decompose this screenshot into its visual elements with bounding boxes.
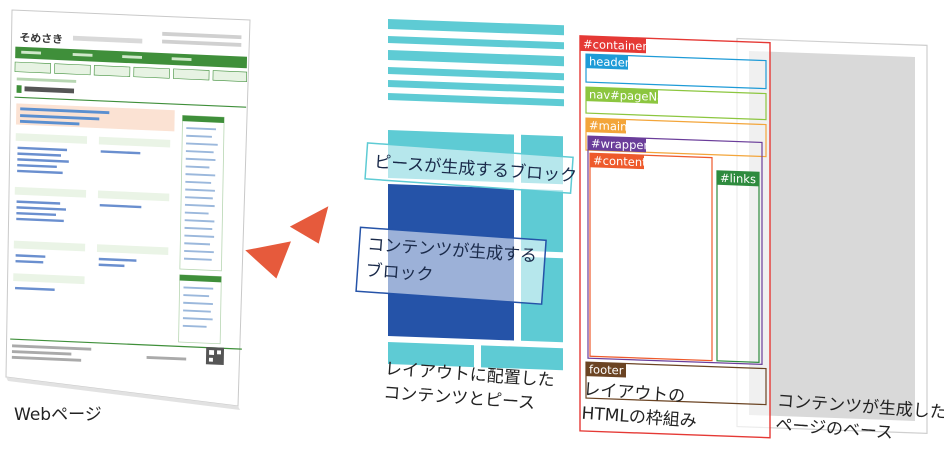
base-page (736, 37, 928, 434)
main-box (585, 117, 767, 158)
html-frame: #container header nav#pageNav #main #wra… (579, 35, 771, 439)
caption-webpage: Webページ (14, 405, 102, 425)
pieces-layer (388, 18, 564, 371)
content-box (589, 152, 713, 362)
links-label: #links (720, 171, 756, 186)
main-label: #main (589, 118, 627, 133)
footer-label: footer (589, 362, 624, 377)
arrow-left-icon (289, 206, 329, 244)
content-label: #content (593, 153, 647, 169)
nav-label: nav#pageNav (589, 87, 671, 104)
footer-box (585, 361, 767, 406)
piece-block-label: ピースが生成するブロック (364, 142, 578, 195)
content-block-label-line2: ブロック (365, 260, 434, 286)
webpage-mockup: そめさき (5, 9, 251, 410)
site-name: そめさき (19, 31, 63, 46)
wrapper-box (587, 135, 763, 366)
container-label: #container (583, 37, 647, 53)
header-label: header (589, 54, 630, 69)
content-block-label: コンテンツが生成する ブロック (355, 226, 547, 305)
wrapper-label: #wrapper (591, 136, 648, 152)
arrow-left-icon (245, 241, 291, 279)
container-box (579, 35, 771, 439)
